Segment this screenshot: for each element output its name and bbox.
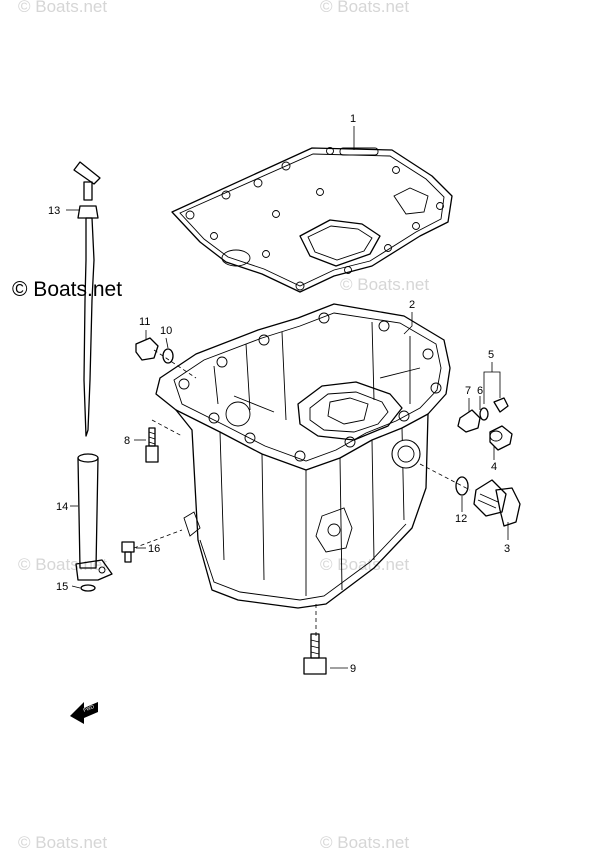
bolt-part-8[interactable]: [145, 427, 159, 463]
watermark: © Boats.net: [340, 275, 429, 294]
leader-lines: [66, 126, 509, 669]
fwd-arrow-icon: FWD: [70, 702, 98, 724]
watermark: © Boats.net: [18, 833, 107, 850]
o-ring-part-15[interactable]: [80, 584, 96, 592]
callout-12[interactable]: 12: [455, 513, 467, 525]
callout-8[interactable]: 8: [124, 435, 130, 447]
callout-7[interactable]: 7: [465, 385, 471, 397]
o-ring-part-12[interactable]: [455, 476, 469, 496]
callout-6[interactable]: 6: [477, 385, 483, 397]
alignment-line-sensor-11: [153, 349, 197, 379]
gasket-bolt-holes: [185, 147, 444, 291]
alignment-line-bolt-8: [151, 419, 183, 437]
watermark: © Boats.net: [320, 0, 409, 16]
sensor-part-7[interactable]: [457, 409, 481, 433]
sensor-part-11[interactable]: [135, 337, 159, 361]
o-ring-part-10[interactable]: [162, 348, 174, 364]
callout-16[interactable]: 16: [148, 543, 160, 555]
callout-9[interactable]: 9: [350, 663, 356, 675]
callout-15[interactable]: 15: [56, 581, 68, 593]
copyright-label: © Boats.net: [12, 278, 122, 301]
gasket-part-1[interactable]: [171, 147, 453, 293]
watermark: © Boats.net: [18, 0, 107, 16]
callout-10[interactable]: 10: [160, 325, 172, 337]
callout-13[interactable]: 13: [48, 205, 60, 217]
watermark: © Boats.net: [320, 833, 409, 850]
oil-pan-part-2[interactable]: [155, 303, 451, 609]
washer-part-6[interactable]: [479, 407, 489, 421]
callout-3[interactable]: 3: [504, 543, 510, 555]
watermark: © Boats.net: [320, 555, 409, 574]
watermark: © Boats.net: [18, 555, 107, 574]
dipstick-part-13[interactable]: [73, 161, 101, 437]
bolt-part-5[interactable]: [493, 397, 509, 413]
dipstick-tube-part-14[interactable]: [75, 453, 113, 581]
callout-11[interactable]: 11: [139, 316, 150, 328]
callout-1[interactable]: 1: [350, 113, 356, 125]
bolt-part-16[interactable]: [121, 541, 135, 563]
callout-2[interactable]: 2: [409, 299, 415, 311]
bolt-part-9[interactable]: [303, 633, 327, 675]
callout-5[interactable]: 5: [488, 349, 494, 361]
flange-bosses: [178, 312, 442, 462]
drain-plug-part-3[interactable]: [473, 479, 521, 527]
plug-part-4[interactable]: [489, 425, 513, 451]
alignment-line-plug-3: [419, 463, 471, 491]
fwd-label: FWD: [83, 704, 96, 714]
callout-4[interactable]: 4: [491, 461, 497, 473]
alignment-line-bolt-16: [133, 529, 183, 549]
callout-14[interactable]: 14: [56, 501, 68, 513]
